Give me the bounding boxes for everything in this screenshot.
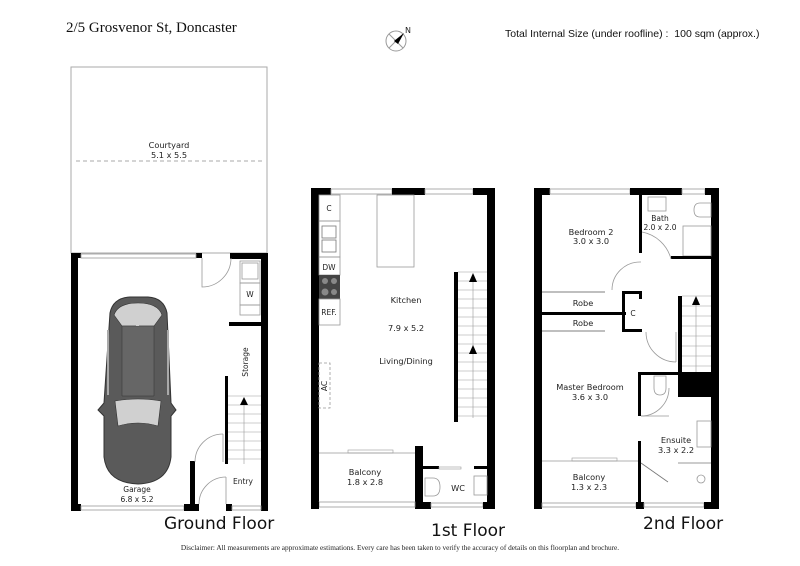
courtyard-area [70,66,268,254]
robe-1-label: Robe [573,298,594,308]
bath-label: Bath [651,214,669,223]
fixture-dw-label: DW [322,263,336,272]
ensuite-label: Ensuite [661,435,691,445]
first-floor-plan: C DW REF. AC Kitchen 7.9 x 5.2 Living/Di… [311,188,495,509]
kitchen-size: 7.9 x 5.2 [388,323,424,333]
ensuite-size: 3.3 x 2.2 [658,445,694,455]
ground-floor-title: Ground Floor [164,514,275,534]
compass-icon: N [385,26,411,52]
living-dining-label: Living/Dining [379,356,433,366]
bath-size: 2.0 x 2.0 [643,223,676,232]
kitchen-island [376,194,415,268]
laundry-w-label: W [246,290,254,299]
kitchen-label: Kitchen [391,295,422,305]
compass-north-label: N [405,26,411,35]
entry-label: Entry [233,477,254,486]
basin-icon [473,475,488,496]
second-floor-title: 2nd Floor [643,514,724,534]
master-bedroom-label: Master Bedroom [556,382,624,392]
first-floor-title: 1st Floor [431,521,506,541]
wc-label: WC [451,483,465,493]
master-bedroom-size: 3.6 x 3.0 [572,392,608,402]
storage-label: Storage [241,347,250,377]
garage-label: Garage [123,485,151,494]
car-icon [97,296,177,485]
balcony-2-label: Balcony [573,472,606,482]
garage-size: 6.8 x 5.2 [120,495,153,504]
balcony-1-label: Balcony [349,467,382,477]
toilet-icon [424,477,441,497]
second-floor-plan: Bath 2.0 x 2.0 Bedroom 2 3.0 x 3.0 Robe … [534,188,719,509]
balcony-1-size: 1.8 x 2.8 [347,477,383,487]
property-address: 2/5 Grosvenor St, Doncaster [66,20,237,36]
cooktop-icon [319,275,340,299]
fixture-ac-label: AC [320,381,329,391]
total-size-value: 100 sqm (approx.) [674,28,760,40]
balcony-2-size: 1.3 x 2.3 [571,482,607,492]
bedroom-2-label: Bedroom 2 [569,227,614,237]
disclaimer: Disclaimer: All measurements are approxi… [180,543,620,552]
fixture-c-label: C [326,204,331,213]
robe-2-label: Robe [573,318,594,328]
courtyard-size: 5.1 x 5.5 [151,150,187,160]
closet-c-label: C [630,309,635,318]
courtyard-label: Courtyard [149,140,190,150]
fixture-ref-label: REF. [321,308,336,317]
ground-floor-plan: Courtyard 5.1 x 5.5 W Storage [70,66,268,511]
total-size-label: Total Internal Size (under roofline) : [505,28,669,40]
bedroom-2-size: 3.0 x 3.0 [573,236,609,246]
total-size: Total Internal Size (under roofline) : 1… [505,28,759,40]
